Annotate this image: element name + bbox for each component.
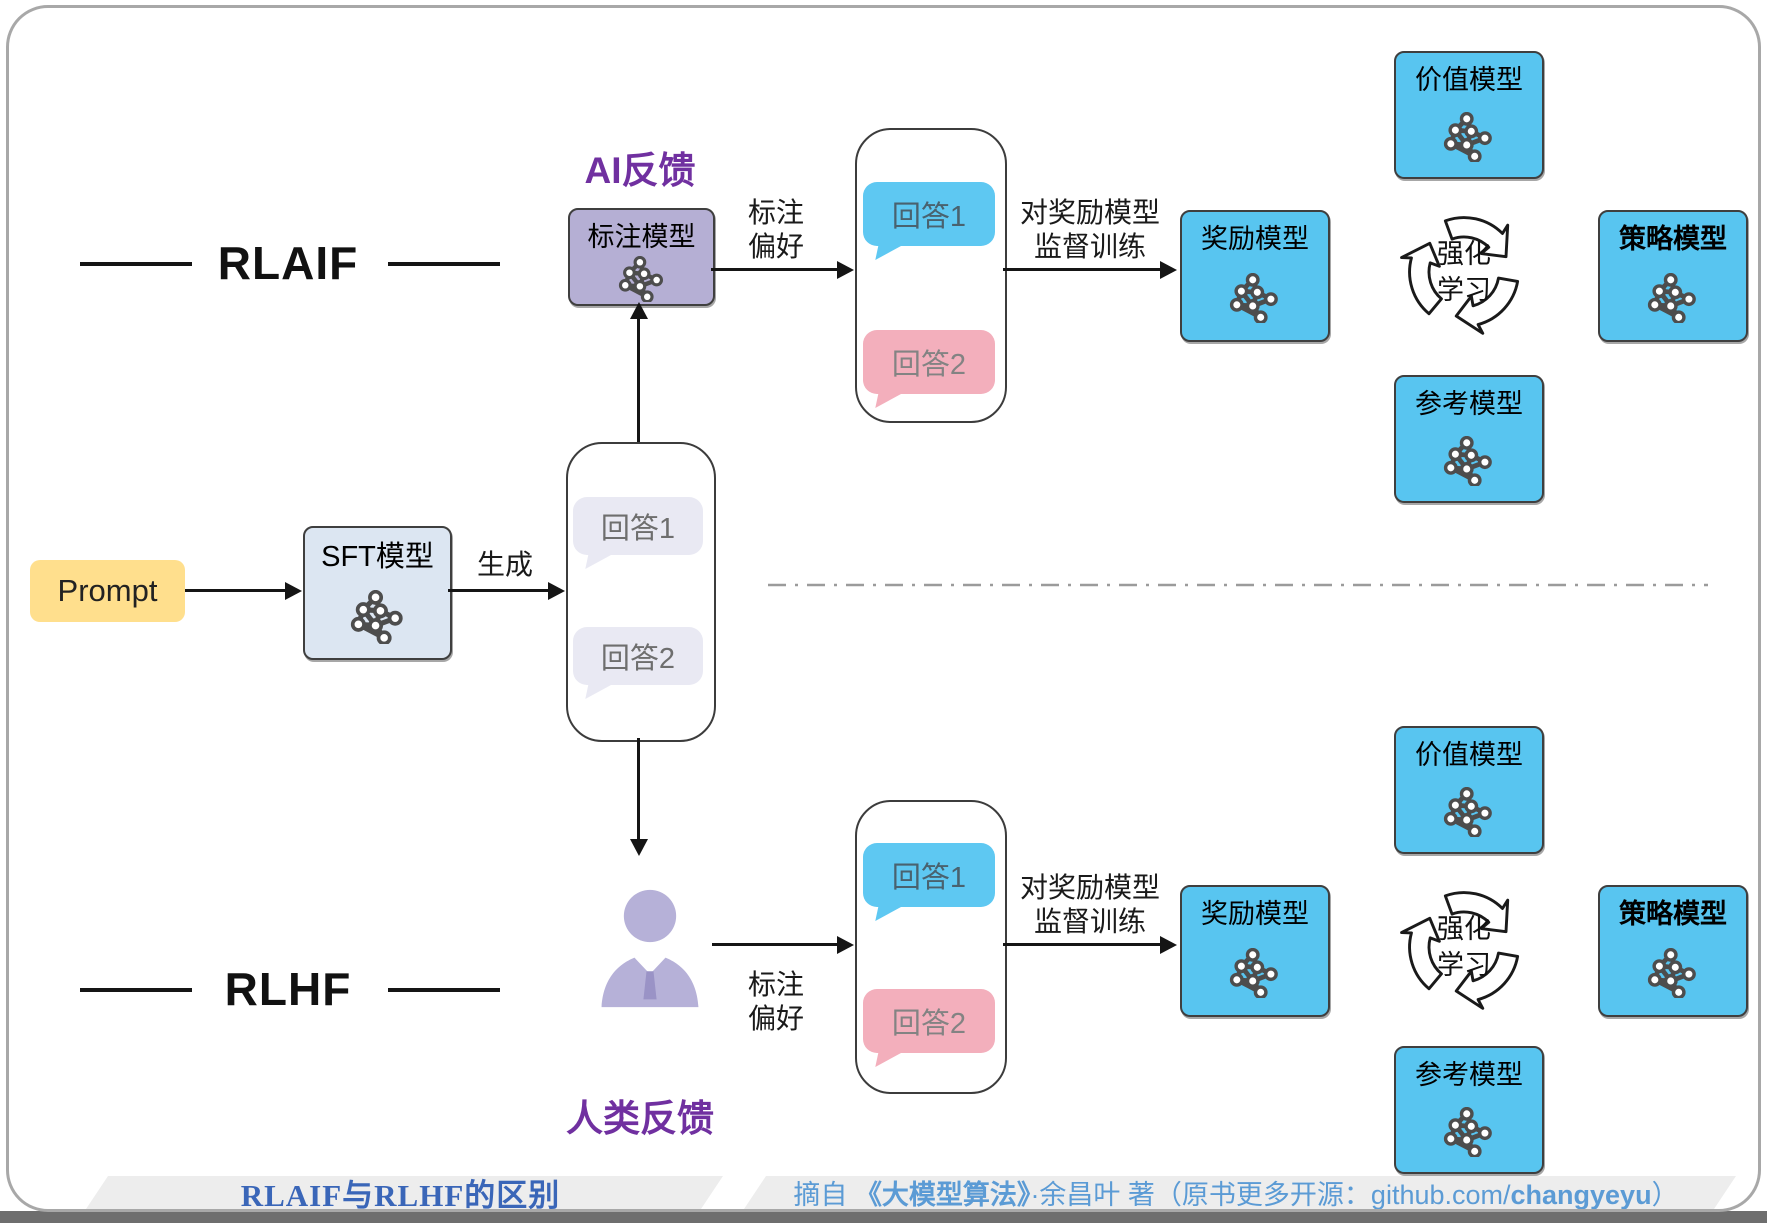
value-model-box-bottom: 价值模型 (1394, 726, 1544, 854)
reference-model-box-bottom: 参考模型 (1394, 1046, 1544, 1174)
arrow-human-to-answers (712, 935, 854, 954)
ai-feedback-label: AI反馈 (584, 150, 696, 191)
neural-network-icon (1396, 772, 1542, 852)
reward-model-label: 奖励模型 (1201, 899, 1309, 929)
reference-model-label: 参考模型 (1415, 389, 1523, 419)
neural-network-icon (1396, 97, 1542, 177)
footer-github-handle: changyeyu (1510, 1180, 1652, 1210)
sft-model-label: SFT模型 (321, 541, 434, 573)
bottom-edge-band (0, 1211, 1767, 1223)
value-model-label: 价值模型 (1415, 740, 1523, 770)
arrow-answers-to-reward-bottom (1003, 935, 1177, 954)
neural-network-icon (570, 254, 713, 304)
arrow-prompt-to-sft (185, 581, 302, 600)
annotator-model-box: 标注模型 (568, 208, 715, 306)
arrow-answers-to-annotator (629, 302, 648, 442)
arrow-sft-to-answers (448, 581, 565, 600)
policy-model-label: 策略模型 (1619, 224, 1727, 254)
rlhf-heading: RLHF (224, 963, 352, 1015)
rlhf-answer1-bubble: 回答1 (863, 843, 995, 907)
rlaif-answer2-bubble: 回答2 (863, 330, 995, 394)
rl-cycle-label-bottom: 强化 学习 (1437, 914, 1491, 980)
policy-model-box-top: 策略模型 (1598, 210, 1748, 342)
policy-model-box-bottom: 策略模型 (1598, 885, 1748, 1017)
prompt-box: Prompt (30, 560, 185, 622)
neural-network-icon (1182, 931, 1328, 1015)
arrow-answers-to-human (629, 738, 648, 856)
supervise-train-label-top: 对奖励模型 监督训练 (1019, 197, 1160, 262)
neural-network-icon (1396, 421, 1542, 501)
rlhf-heading-left-line (80, 988, 192, 992)
human-feedback-label: 人类反馈 (566, 1098, 714, 1139)
annotator-model-label: 标注模型 (587, 222, 696, 252)
value-model-box-top: 价值模型 (1394, 51, 1544, 179)
reward-model-box-top: 奖励模型 (1180, 210, 1330, 342)
neural-network-icon (1182, 256, 1328, 340)
rlaif-heading-right-line (388, 262, 500, 266)
supervise-train-label-bottom: 对奖励模型 监督训练 (1019, 872, 1160, 937)
footer-title: RLAIF与RLHF的区别 (240, 1178, 561, 1213)
neural-network-icon (1600, 931, 1746, 1015)
footer-title-bar: RLAIF与RLHF的区别 (78, 1176, 723, 1209)
rlaif-heading: RLAIF (217, 237, 359, 289)
neural-network-icon (1600, 256, 1746, 340)
reward-model-box-bottom: 奖励模型 (1180, 885, 1330, 1017)
reference-model-label: 参考模型 (1415, 1060, 1523, 1090)
rlaif-answer1-bubble: 回答1 (863, 182, 995, 246)
rl-cycle-label-top: 强化 学习 (1437, 239, 1491, 305)
annotate-preference-label-top: 标注 偏好 (747, 197, 804, 262)
generated-answer2-bubble: 回答2 (573, 627, 703, 685)
reward-model-label: 奖励模型 (1201, 224, 1309, 254)
neural-network-icon (1396, 1092, 1542, 1172)
neural-network-icon (305, 575, 450, 658)
rlaif-heading-left-line (80, 262, 192, 266)
value-model-label: 价值模型 (1415, 65, 1523, 95)
human-annotator-icon (601, 889, 699, 1008)
footer-source-bar: 摘自 《大模型算法》·余昌叶 著（原书更多开源：github.com/chang… (736, 1176, 1736, 1209)
rlhf-answer2-bubble: 回答2 (863, 989, 995, 1053)
rlhf-heading-right-line (388, 988, 500, 992)
footer-book-title: 《大模型算法》 (854, 1180, 1031, 1210)
arrow-answers-to-reward-top (1003, 260, 1177, 279)
footer-source-text: 摘自 《大模型算法》·余昌叶 著（原书更多开源：github.com/chang… (793, 1180, 1679, 1210)
section-divider-line (768, 583, 1708, 587)
reference-model-box-top: 参考模型 (1394, 375, 1544, 503)
policy-model-label: 策略模型 (1619, 899, 1727, 929)
arrow-annotator-to-answers (711, 260, 854, 279)
sft-model-box: SFT模型 (303, 526, 452, 660)
generated-answer1-bubble: 回答1 (573, 497, 703, 555)
annotate-preference-label-bottom: 标注 偏好 (747, 969, 804, 1034)
generate-label: 生成 (476, 549, 533, 580)
